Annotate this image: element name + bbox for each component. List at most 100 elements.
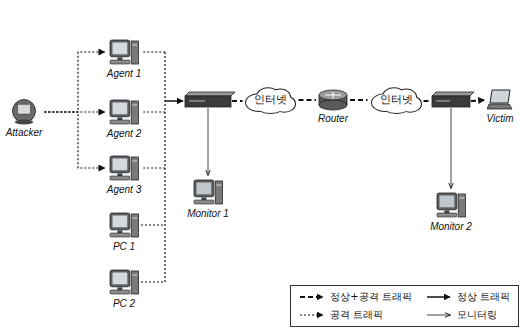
tower-slot (132, 218, 137, 219)
layout-lines (141, 52, 484, 282)
traffic-connector (44, 52, 104, 112)
switch-top (185, 92, 235, 96)
node-label: Monitor 1 (187, 208, 229, 220)
node-label: Victim (486, 113, 513, 125)
screen-frame (194, 180, 214, 197)
attacker-icon (11, 99, 37, 125)
tower (131, 41, 138, 64)
switch-body (185, 96, 231, 107)
screen-frame (110, 156, 130, 173)
node-label: Router (318, 113, 348, 125)
laptop-icon (487, 89, 513, 111)
network-line (143, 167, 165, 168)
legend-line (427, 296, 450, 298)
tower-slot (132, 45, 137, 46)
device-node: PC 2 (109, 268, 139, 310)
laptop-base (487, 104, 512, 109)
node-label: PC 2 (113, 298, 135, 310)
monitor-icon (436, 191, 466, 219)
pc-icon (109, 211, 139, 239)
legend-text: 정상 트래픽 (457, 291, 510, 303)
keyboard (194, 200, 214, 204)
network-line (141, 281, 165, 282)
legend-line (427, 315, 450, 316)
keyboard (110, 233, 130, 237)
tower-slot (132, 105, 137, 106)
tower (458, 194, 465, 217)
router-arrows (325, 92, 341, 98)
tower-slot (132, 161, 137, 162)
network-line (141, 224, 165, 225)
device-node: Router (318, 89, 348, 125)
legend-box: 정상+공격 트래픽정상 트래픽공격 트래픽모니터링 (290, 285, 519, 327)
node-label: Agent 1 (107, 68, 141, 80)
network-line (143, 51, 165, 52)
device-node: Monitor 2 (430, 191, 472, 233)
attacker-screen (18, 104, 31, 114)
keyboard (110, 290, 130, 294)
edge-group (44, 52, 367, 168)
switch-top (432, 92, 474, 96)
screen-frame (110, 40, 130, 57)
node-label: Monitor 2 (430, 221, 472, 233)
device-node: PC 1 (109, 211, 139, 253)
keyboard (437, 213, 457, 217)
keyboard (110, 120, 130, 124)
screen-glass (112, 43, 127, 55)
legend-item: 정상 트래픽 (426, 291, 510, 303)
legend-line (300, 296, 323, 298)
tower (131, 101, 138, 124)
legend-item: 모니터링 (426, 309, 510, 321)
node-label: Agent 2 (107, 128, 141, 140)
node-label: PC 1 (113, 241, 135, 253)
node-label: Agent 3 (107, 184, 141, 196)
attacker-body (13, 100, 36, 123)
screen-glass (440, 196, 455, 208)
monitor-icon (193, 178, 223, 206)
network-line (143, 111, 165, 112)
tower (131, 271, 138, 294)
screen-frame (110, 100, 130, 117)
screen-glass (113, 273, 128, 285)
switch-body (432, 96, 470, 107)
legend-text: 모니터링 (457, 309, 497, 321)
device-node: Agent 3 (107, 154, 141, 196)
keyboard (110, 60, 130, 64)
screen-frame (110, 213, 130, 230)
network-line (164, 52, 165, 282)
legend-text: 정상+공격 트래픽 (330, 291, 412, 303)
pc-icon (109, 38, 139, 66)
router-icon (318, 89, 348, 111)
network-line (208, 108, 209, 175)
legend-sample (426, 292, 452, 302)
device-node: Agent 1 (107, 38, 141, 80)
screen-glass (113, 216, 128, 228)
pc-icon (109, 268, 139, 296)
screen-frame (110, 270, 130, 287)
switch-detail (436, 101, 450, 102)
device-node: Monitor 1 (187, 178, 229, 220)
legend-sample (299, 310, 325, 320)
network-line (451, 108, 452, 188)
screen-frame (437, 193, 457, 210)
legend-item: 정상+공격 트래픽 (299, 291, 412, 303)
tower (131, 214, 138, 237)
keyboard (110, 176, 130, 180)
screen-glass (197, 183, 212, 195)
traffic-connector (350, 99, 368, 101)
screen-glass (112, 103, 127, 115)
traffic-connector (299, 99, 316, 101)
cloud-node: 인터넷 (370, 85, 423, 115)
device-node: Agent 2 (107, 98, 141, 140)
tower (215, 181, 222, 204)
tower-slot (459, 198, 464, 199)
laptop-screen (490, 90, 510, 103)
network-line (424, 100, 432, 102)
router-top (319, 90, 347, 100)
legend-sample (299, 292, 325, 302)
node-label: Attacker (6, 127, 43, 139)
network-line (232, 100, 243, 102)
device-node: Attacker (6, 99, 43, 139)
pc-icon (109, 98, 139, 126)
